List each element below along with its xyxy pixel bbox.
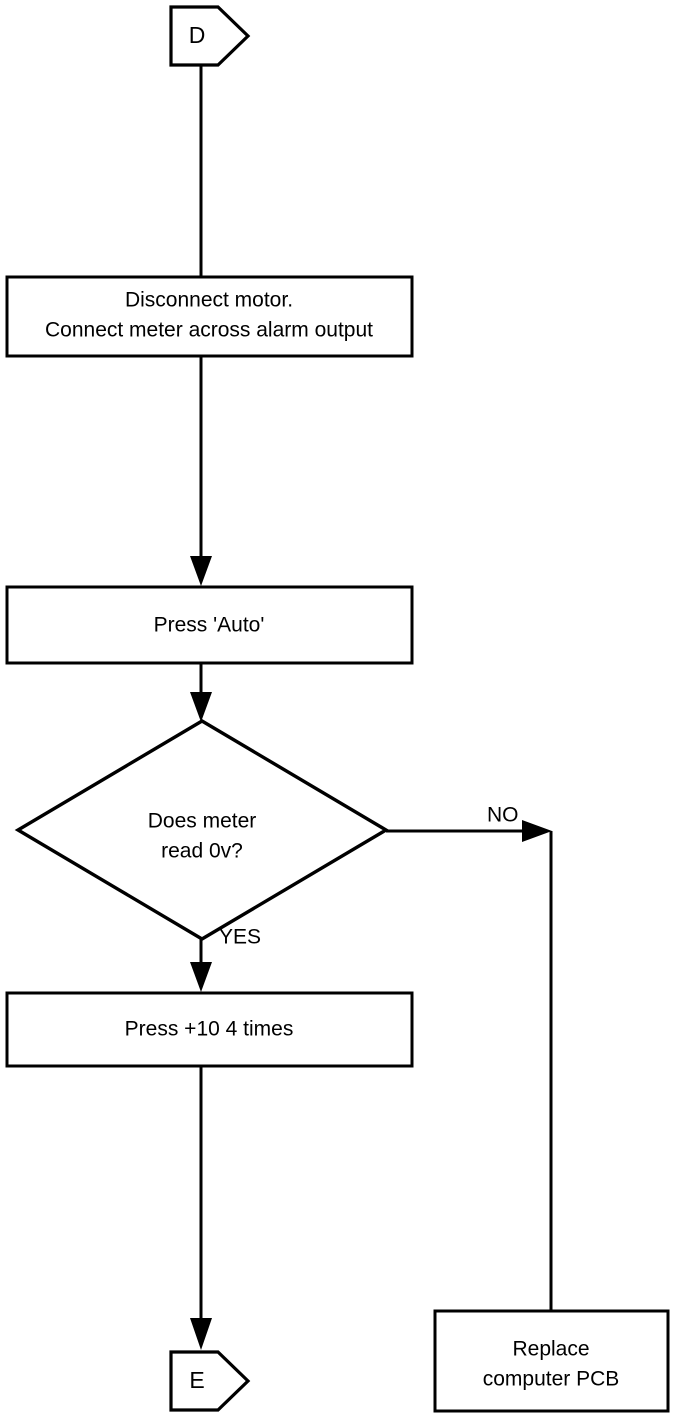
process-box-shape [5,275,414,358]
arrow-head-icon [190,962,212,992]
process-disconnect-line2: Connect meter across alarm output [45,319,373,342]
start-connector-label: D [189,22,206,48]
edge-decision-yes: YES [190,926,261,992]
arrow-head-icon [522,820,552,842]
node-decision-meter[interactable]: Does meter read 0v? [14,719,390,941]
process-replace-pcb-line1: Replace [512,1338,589,1361]
arrow-head-icon [190,692,212,722]
process-press-auto-label: Press 'Auto' [154,614,265,637]
edge-label-no: NO [487,804,519,827]
arrow-head-icon [190,1318,212,1350]
process-press-plus10-label: Press +10 4 times [125,1018,294,1041]
node-process-press-plus10[interactable]: Press +10 4 times [5,991,414,1068]
node-process-replace-pcb[interactable]: Replace computer PCB [433,1309,670,1413]
edge-auto-to-decision [190,663,212,722]
process-box-shape [5,585,414,665]
end-connector-label: E [189,1367,204,1393]
process-disconnect-line1: Disconnect motor. [125,289,293,312]
node-process-press-auto[interactable]: Press 'Auto' [5,585,414,665]
edge-disconnect-to-auto [190,356,212,586]
process-box-shape [433,1309,670,1413]
edge-decision-no: NO [386,804,553,1311]
edge-plus10-to-end [190,1066,212,1350]
node-process-disconnect[interactable]: Disconnect motor. Connect meter across a… [5,275,414,358]
process-box-shape [5,991,414,1068]
decision-meter-line1: Does meter [148,810,257,833]
edge-label-yes: YES [219,926,261,949]
pentagon-connector-shape [169,1350,251,1412]
decision-meter-line2: read 0v? [161,840,243,863]
node-end-connector[interactable]: E [169,1350,251,1412]
arrow-head-icon [190,556,212,586]
node-start-connector[interactable]: D [169,5,251,67]
process-replace-pcb-line2: computer PCB [483,1368,620,1391]
pentagon-connector-shape [169,5,251,67]
